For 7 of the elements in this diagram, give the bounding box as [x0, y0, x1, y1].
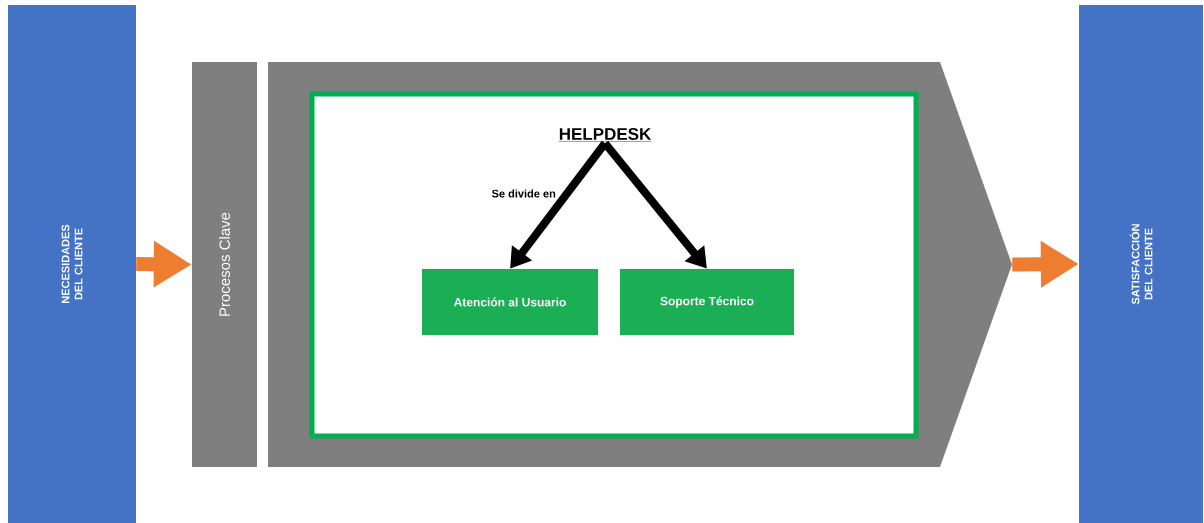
edge-label: Se divide en — [490, 188, 557, 199]
side-bar: NECESIDADES DEL CLIENTE — [8, 5, 136, 523]
title-text: HELPDESK — [558, 128, 652, 142]
side-bar: SATISFACCIÓN DEL CLIENTE — [1079, 5, 1203, 523]
process-bar: Procesos Clave — [192, 62, 257, 467]
process-box: Soporte Técnico — [620, 269, 794, 335]
process-box: Atención al Usuario — [422, 269, 598, 335]
